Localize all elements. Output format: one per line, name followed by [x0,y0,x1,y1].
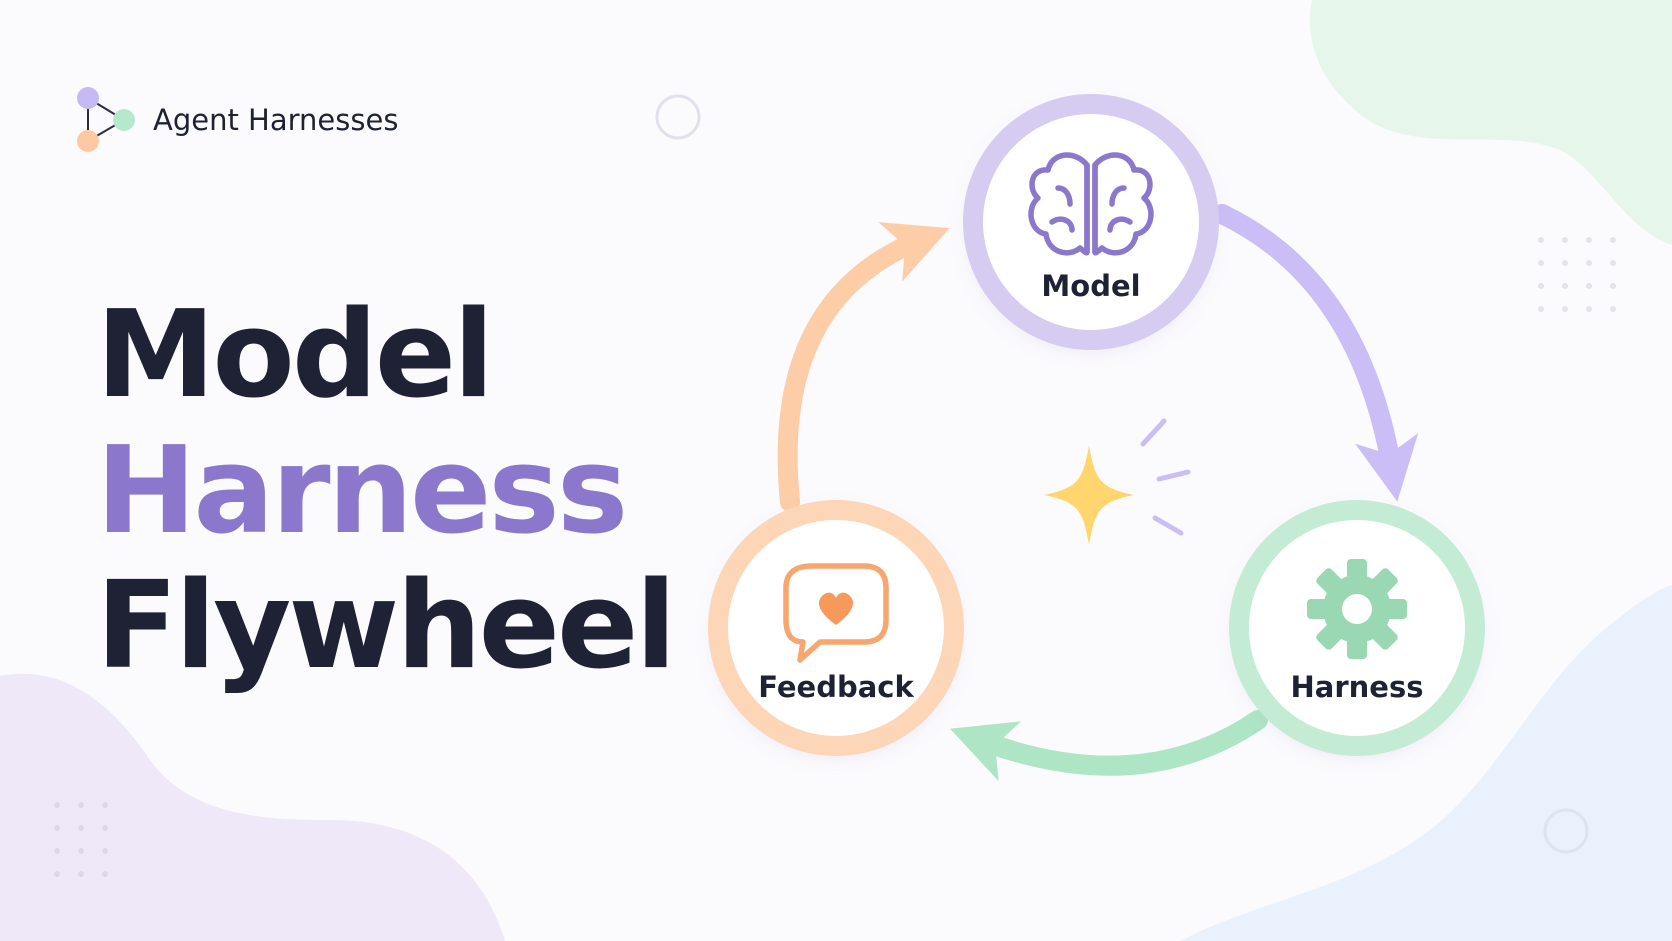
connected-nodes-icon [77,87,135,152]
arrow-harness-to-feedback [950,710,1268,782]
brand: Agent Harnesses [77,87,398,152]
node-model-label: Model [1041,269,1140,303]
gear-icon [1307,559,1407,659]
ring-deco-bottom [1543,808,1589,854]
node-harness-label: Harness [1291,670,1424,704]
page-title: Model Harness Flywheel [96,286,677,696]
blob-bottom-left [0,673,505,941]
dot-grid-right [1538,237,1616,312]
cycle-arrows [777,204,1419,782]
brain-icon [1028,152,1154,256]
blob-top-right [1309,0,1672,245]
arrow-feedback-to-model [777,222,950,512]
dot-grid-left [54,802,108,877]
brand-name: Agent Harnesses [153,103,398,137]
node-model: Model [963,94,1219,350]
sparkle-icon [1044,418,1191,545]
title-line-flywheel: Flywheel [96,557,674,696]
node-harness: Harness [1229,500,1485,756]
arrow-model-to-harness [1212,204,1419,502]
ring-deco-top [655,94,701,140]
blob-bottom-right [1180,585,1672,941]
node-feedback-label: Feedback [758,670,914,704]
title-line-harness: Harness [96,422,625,561]
title-line-model: Model [96,286,491,425]
node-feedback: Feedback [708,500,964,756]
heart-chat-icon [783,563,889,663]
